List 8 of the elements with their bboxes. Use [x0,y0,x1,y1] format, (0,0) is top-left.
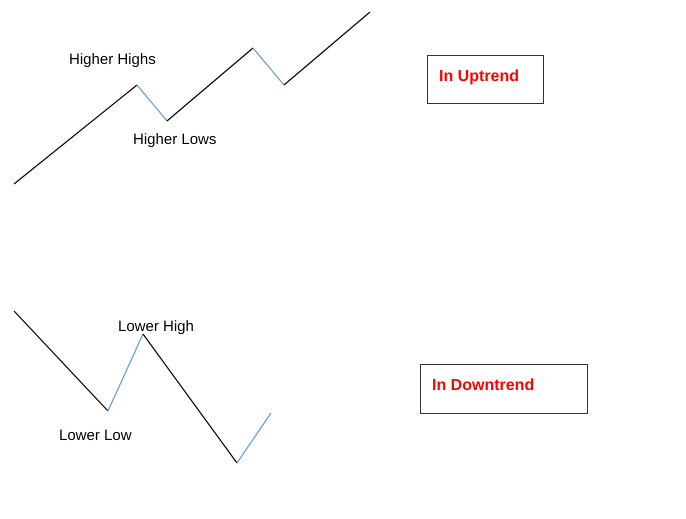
swing-point-label: Lower Low [59,427,132,445]
swing-point-label: Higher Lows [133,131,216,149]
swing-point-label: Lower High [118,318,194,336]
trend-box [420,364,588,414]
trend-box [427,55,544,104]
trend-label: In Uptrend [439,67,519,87]
swing-point-label: Higher Highs [69,51,156,69]
trend-label: In Downtrend [432,376,534,396]
